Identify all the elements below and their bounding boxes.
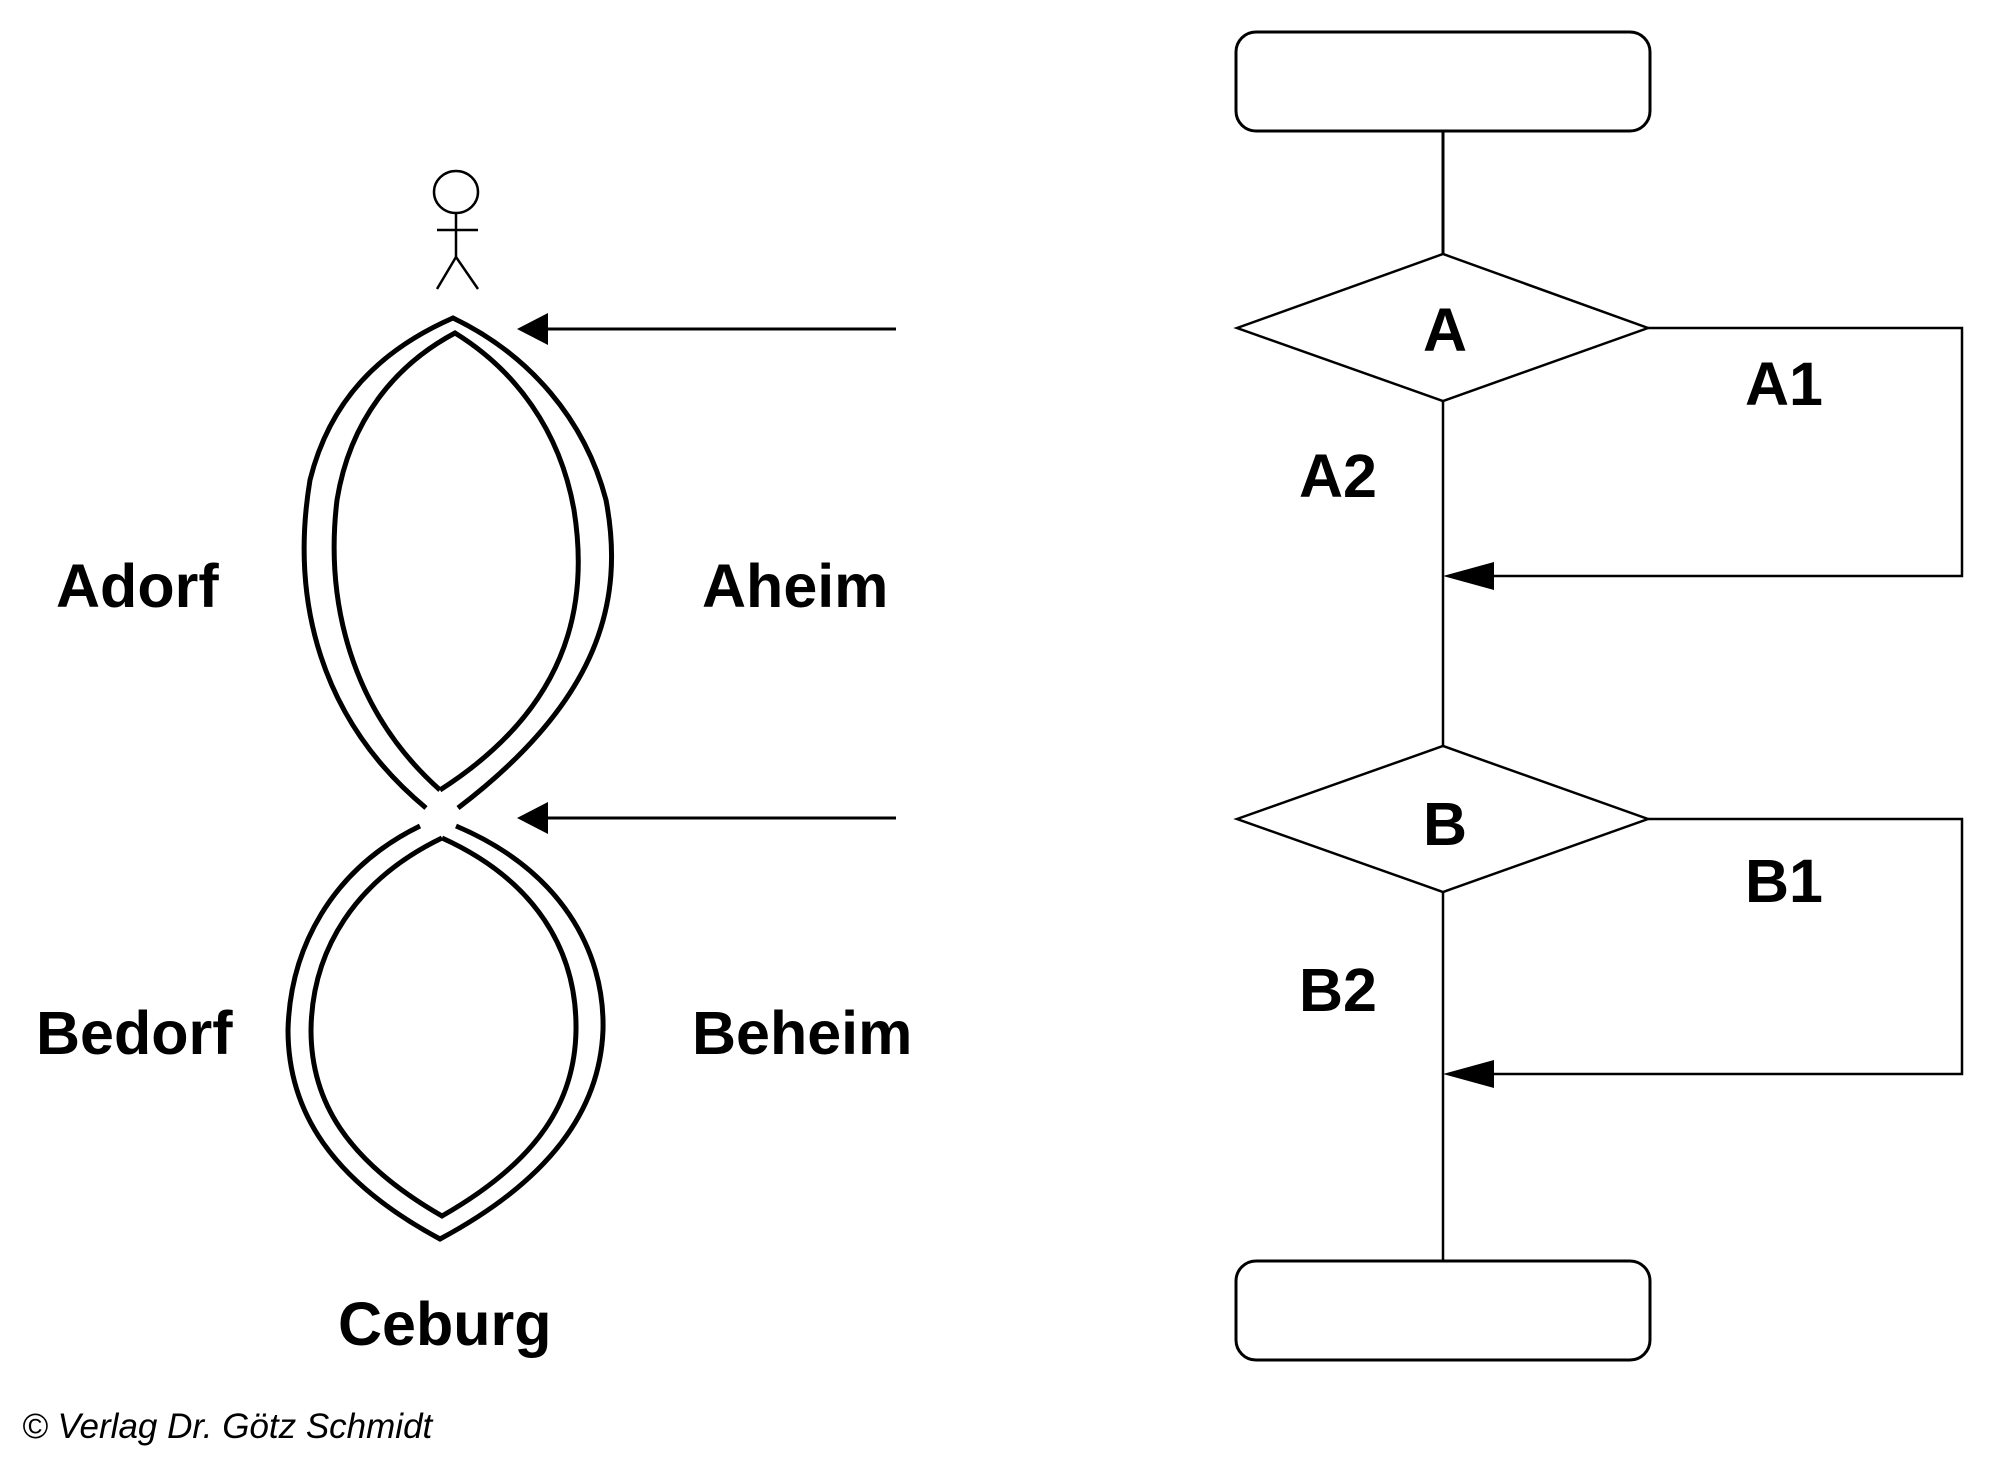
lower-loop-inner [308,835,579,1219]
decision-a-label: A [1423,296,1467,364]
arrowhead-icon [1443,562,1494,590]
arrowhead-icon [517,802,548,834]
arrowhead-icon [1443,1060,1494,1088]
entry-arrow-upper [517,313,896,345]
label-beheim: Beheim [692,999,912,1067]
branch-b1-label: B1 [1745,847,1823,915]
label-aheim: Aheim [702,552,888,620]
branch-b2-label: B2 [1299,956,1377,1024]
actor-leg-left [435,256,458,290]
entry-arrow-lower [517,802,896,834]
arrowhead-icon [517,313,548,345]
decision-b-label: B [1423,790,1467,858]
actor-head [432,169,480,215]
label-bedorf: Bedorf [36,999,233,1067]
upper-loop [301,315,615,810]
start-box [1234,30,1652,133]
label-adorf: Adorf [56,552,219,620]
label-ceburg: Ceburg [338,1290,552,1358]
branch-a1-label: A1 [1745,350,1823,418]
lower-loop-outer [285,823,606,1242]
upper-loop-outer [301,315,615,810]
branch-b1-path [1494,817,1964,1076]
actor-icon [432,169,480,290]
branch-a2-label: A2 [1299,442,1377,510]
upper-loop-inner [331,330,581,793]
actor-leg-right [454,256,480,290]
lower-loop [285,823,606,1242]
branch-a1-path [1494,326,1964,578]
end-box [1234,1259,1652,1362]
copyright-notice: © Verlag Dr. Götz Schmidt [22,1407,434,1446]
